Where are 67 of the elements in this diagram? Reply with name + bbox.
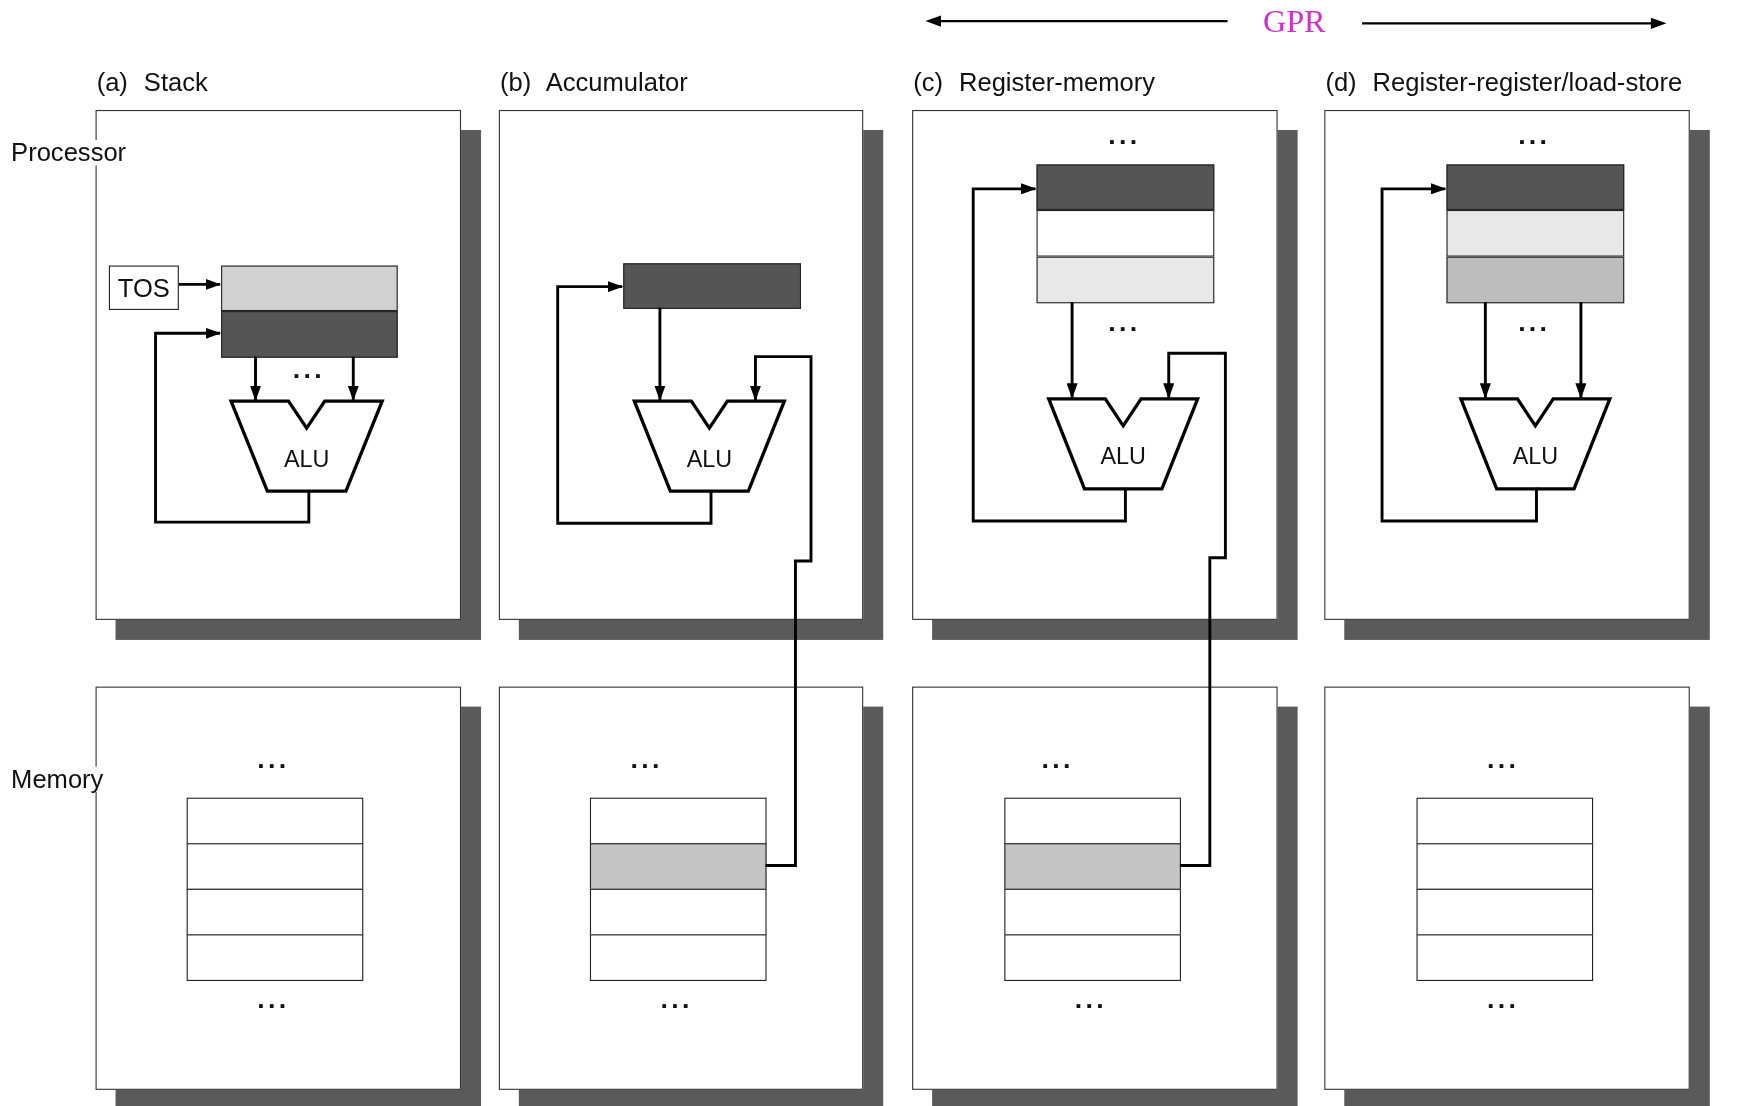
register-cell: [1036, 209, 1215, 257]
ellipsis-label: ...: [660, 985, 693, 1013]
register-cell: [1446, 256, 1625, 304]
arrow: [556, 281, 713, 525]
memory-cell: [589, 843, 767, 890]
memory-cell: [1416, 797, 1594, 845]
ellipsis-label: ...: [1108, 308, 1141, 336]
arrow: [1066, 302, 1078, 399]
ellipsis-label: ...: [292, 355, 325, 383]
row-label: Memory: [11, 766, 104, 793]
memory-cell: [1416, 934, 1594, 981]
panel-heading: (a) Stack: [96, 67, 208, 98]
panel-heading: (c) Register-memory: [913, 67, 1155, 98]
ellipsis-label: ...: [1518, 122, 1551, 149]
register-cell: [1036, 256, 1215, 304]
arrow: [1479, 302, 1491, 399]
memory-cell: [186, 843, 364, 890]
memory-cell: [1416, 888, 1594, 936]
tos-box: TOS: [108, 265, 179, 310]
arrow: [971, 183, 1127, 523]
alu-block: [634, 401, 785, 492]
ellipsis-label: ...: [1108, 122, 1141, 149]
arrow: [1380, 183, 1538, 523]
alu-block: [1048, 398, 1198, 489]
arrow: [249, 356, 262, 402]
memory-cell: [1004, 934, 1181, 981]
register-cell: [1446, 209, 1625, 257]
arrow: [154, 327, 311, 524]
arrow: [347, 356, 359, 402]
panel-heading: (b) Accumulator: [499, 67, 688, 98]
memory-cell: [1004, 843, 1181, 890]
ellipsis-label: ...: [630, 745, 663, 773]
ellipsis-label: ...: [1487, 985, 1520, 1013]
ellipsis-label: ...: [1041, 745, 1074, 773]
register-cell: [221, 311, 398, 358]
memory-cell: [1416, 843, 1594, 890]
memory-cell: [589, 934, 767, 981]
ellipsis-label: ...: [257, 985, 290, 1013]
arrow: [1163, 351, 1227, 867]
register-cell: [1446, 164, 1625, 210]
memory-cell: [1004, 797, 1181, 845]
ellipsis-label: ...: [1518, 308, 1551, 336]
register-cell: [221, 265, 398, 312]
memory-cell: [589, 797, 767, 845]
register-cell: [1036, 164, 1215, 210]
alu-block: [1460, 398, 1610, 489]
memory-cell: [186, 934, 364, 981]
row-label: Processor: [11, 140, 127, 166]
memory-cell: [186, 888, 364, 936]
alu-label: ALU: [283, 445, 330, 473]
group-label: GPR: [1262, 5, 1326, 38]
ellipsis-label: ...: [1074, 985, 1108, 1013]
memory-cell: [1004, 888, 1181, 936]
arrow: [654, 307, 666, 402]
memory-cell: [589, 888, 767, 936]
memory-cell: [186, 797, 364, 845]
alu-label: ALU: [686, 445, 733, 473]
arrow: [749, 355, 813, 867]
register-cell: [623, 263, 801, 309]
ellipsis-label: ...: [257, 745, 290, 773]
alu-block: [231, 401, 383, 492]
arrow: [1575, 302, 1587, 399]
alu-label: ALU: [1512, 443, 1559, 470]
arrow: [177, 278, 222, 290]
alu-label: ALU: [1100, 443, 1146, 470]
panel-heading: (d) Register-register/load-store: [1325, 67, 1683, 98]
ellipsis-label: ...: [1487, 745, 1520, 773]
